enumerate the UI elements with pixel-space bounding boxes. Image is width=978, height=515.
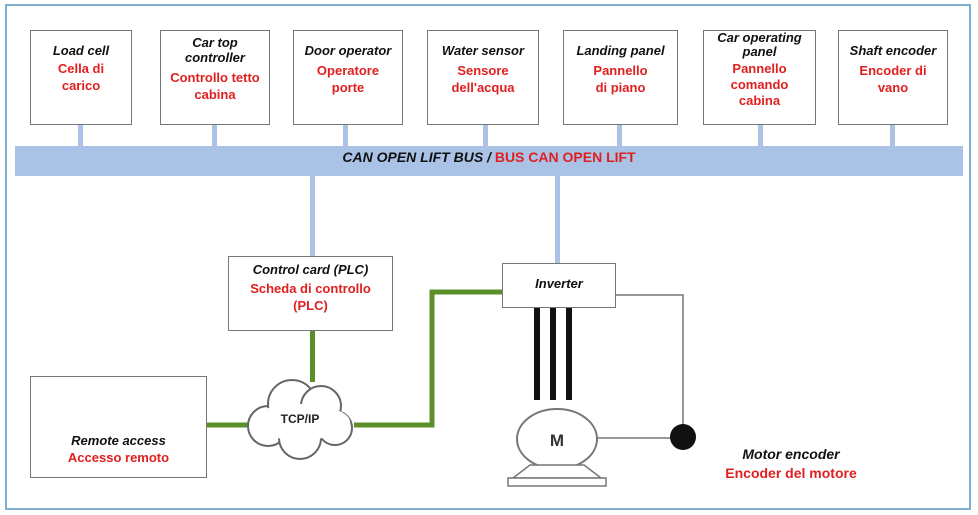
- device-box-car-operating-panel: Car operating panel Pannello comando cab…: [703, 30, 816, 125]
- inverter-label: Inverter: [535, 276, 583, 291]
- device-label-en: Water sensor: [441, 43, 525, 58]
- tcp-ip-label: TCP/IP: [280, 412, 320, 426]
- device-box-door-operator: Door operator Operatore porte: [293, 30, 403, 125]
- inverter-box: Inverter: [502, 263, 616, 308]
- encoder-icon: [670, 424, 696, 450]
- device-box-landing-panel: Landing panel Pannello di piano: [563, 30, 678, 125]
- device-stub: [483, 124, 488, 146]
- device-box-shaft-encoder: Shaft encoder Encoder di vano: [838, 30, 948, 125]
- device-stub: [343, 124, 348, 146]
- device-stub: [758, 124, 763, 146]
- device-label-it: Cella di carico: [57, 61, 105, 93]
- bus-label-it: BUS CAN OPEN LIFT: [494, 149, 636, 165]
- remote-access-label-it: Accesso remoto: [67, 450, 170, 465]
- device-box-water-sensor: Water sensor Sensore dell'acqua: [427, 30, 539, 125]
- control-card-box: Control card (PLC) Scheda di controllo (…: [228, 256, 393, 331]
- device-stub: [78, 124, 83, 146]
- motor-symbol: M: [549, 431, 565, 450]
- bus-label: CAN OPEN LIFT BUS / BUS CAN OPEN LIFT: [15, 148, 963, 166]
- cloud-icon: [247, 379, 353, 460]
- control-card-label-en: Control card (PLC): [252, 262, 369, 277]
- device-stub: [212, 124, 217, 146]
- motor-base-icon: [510, 464, 604, 479]
- device-label-en: Landing panel: [576, 43, 665, 58]
- device-label-en: Load cell: [52, 43, 110, 58]
- device-label-it: Operatore porte: [316, 63, 380, 95]
- device-box-load-cell: Load cell Cella di carico: [30, 30, 132, 125]
- motor-encoder-label-en: Motor encoder: [742, 446, 840, 462]
- remote-access-box: Remote access Accesso remoto: [30, 376, 207, 478]
- motor-foot-icon: [507, 477, 607, 487]
- device-label-it: Pannello di piano: [593, 63, 648, 95]
- device-box-car-top-controller: Car top controller Controllo tetto cabin…: [160, 30, 270, 125]
- device-label-it: Pannello comando cabina: [730, 61, 789, 108]
- device-label-en: Door operator: [304, 43, 392, 58]
- device-label-en: Car operating panel: [717, 30, 802, 59]
- encoder-feedback-wire: [616, 294, 684, 425]
- bus-drop-control-card: [310, 176, 315, 257]
- motor-encoder-label-it: Encoder del motore: [725, 465, 857, 481]
- device-stub: [890, 124, 895, 146]
- inverter-network-link: [354, 289, 502, 428]
- bus-label-en: CAN OPEN LIFT BUS: [342, 149, 484, 165]
- device-label-it: Encoder di vano: [859, 63, 927, 95]
- can-bus-bar: [15, 146, 963, 176]
- device-stub: [617, 124, 622, 146]
- bus-drop-inverter: [555, 176, 560, 264]
- device-label-en: Car top controller: [185, 35, 245, 65]
- device-label-it: Sensore dell'acqua: [451, 63, 515, 95]
- device-label-it: Controllo tetto cabina: [170, 70, 260, 102]
- bus-label-separator: /: [487, 149, 491, 165]
- device-label-en: Shaft encoder: [849, 43, 937, 58]
- power-cables: [534, 308, 572, 400]
- control-card-label-it: Scheda di controllo (PLC): [250, 281, 371, 313]
- motor-encoder-label: Motor encoder Encoder del motore: [706, 445, 876, 483]
- remote-access-label-en: Remote access: [71, 433, 166, 448]
